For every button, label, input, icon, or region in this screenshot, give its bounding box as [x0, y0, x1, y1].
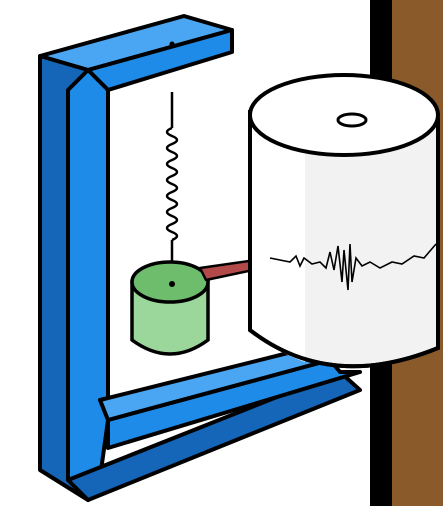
rotating-drum: [250, 75, 438, 366]
spring: [167, 92, 177, 282]
weight: [132, 262, 208, 354]
pivot-dot: [170, 42, 175, 47]
